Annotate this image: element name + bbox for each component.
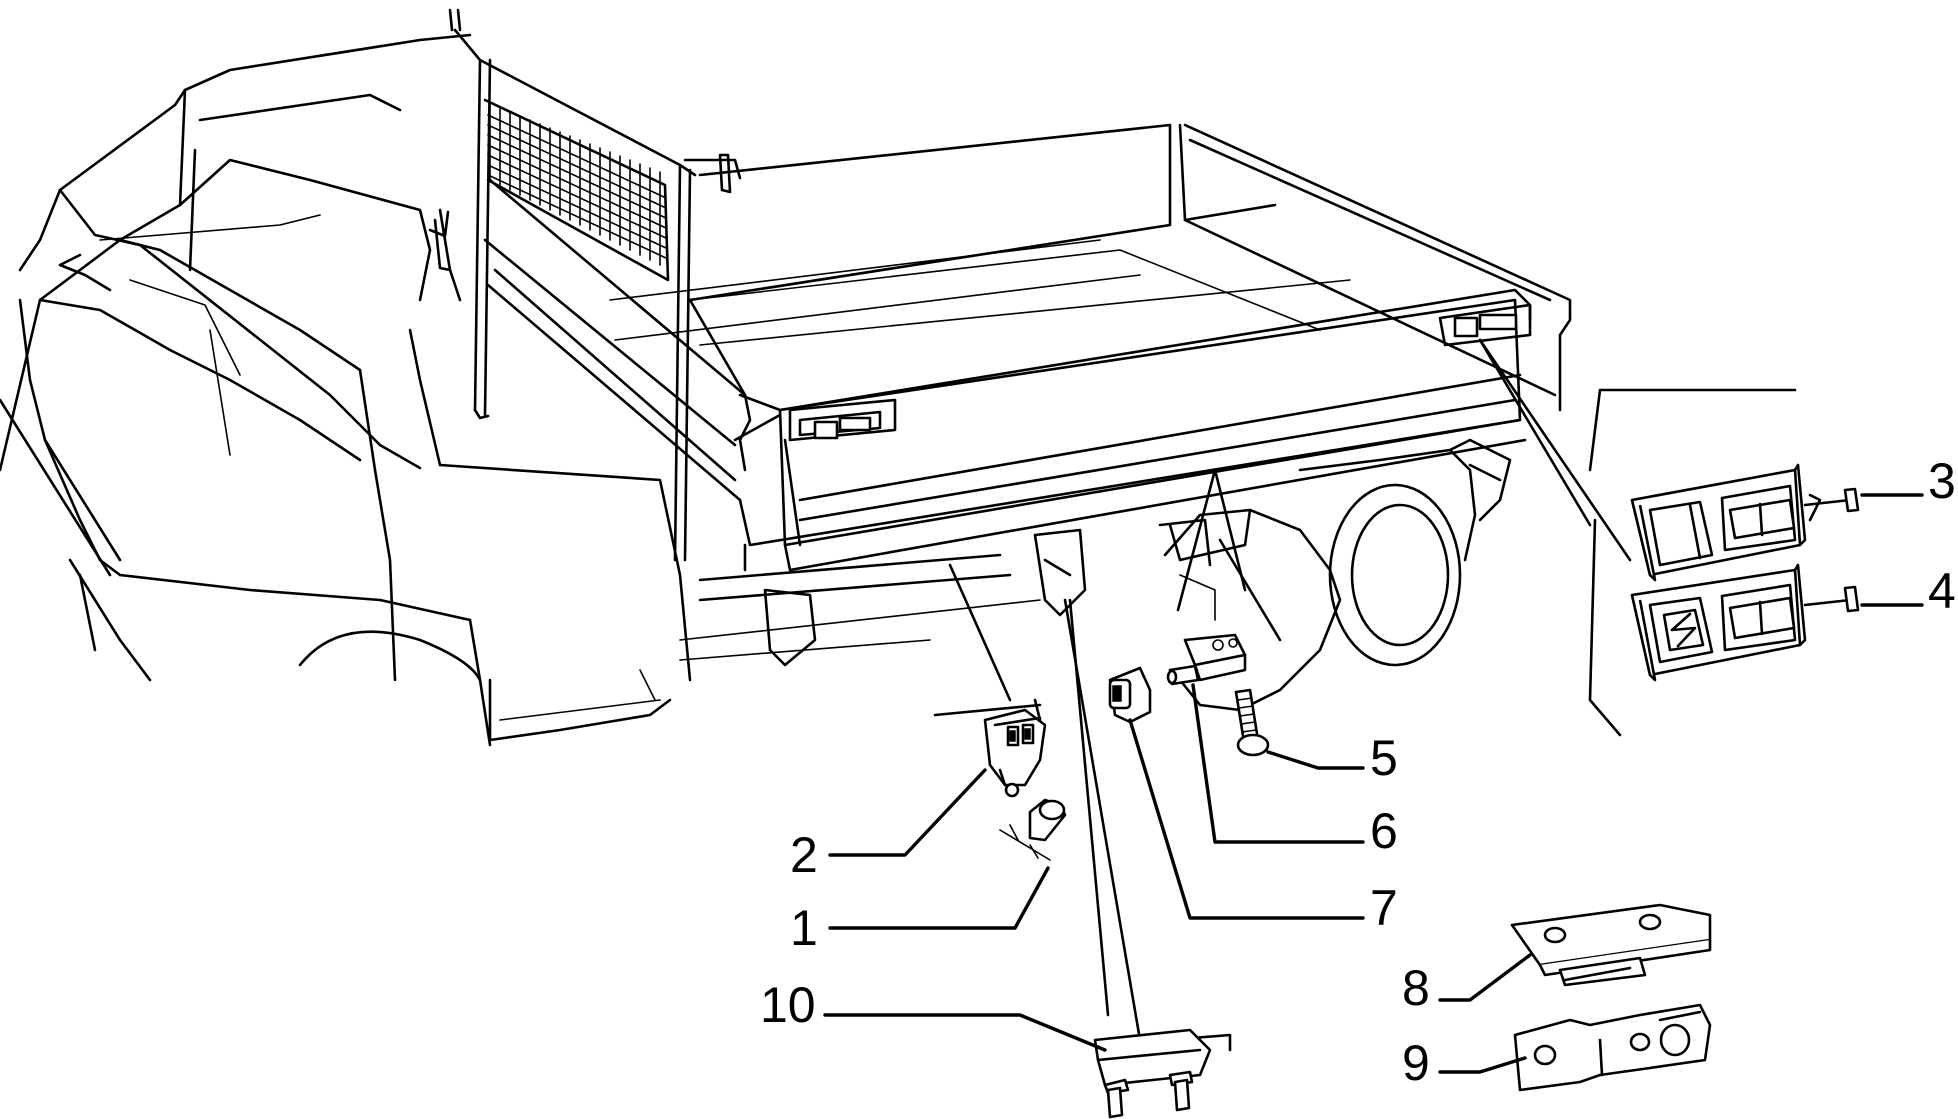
part-10-support-block xyxy=(1093,1028,1212,1119)
leader-5 xyxy=(1266,750,1365,770)
callout-label-6: 6 xyxy=(1370,803,1398,859)
part-8-hinge-plate xyxy=(1510,903,1712,987)
callout-label-7: 7 xyxy=(1370,880,1398,936)
callout-label-9: 9 xyxy=(1402,1035,1430,1091)
cargo-bed-drawing xyxy=(483,123,1572,712)
part-9-hinge-strap xyxy=(1513,1003,1712,1092)
callout-label-2: 2 xyxy=(790,827,818,883)
part-4-latch xyxy=(1630,563,1860,682)
leader-9 xyxy=(1438,1056,1527,1074)
headboard-rack-drawing xyxy=(433,8,742,562)
panel-latch-left xyxy=(788,398,897,442)
logo-emblem-icon xyxy=(1670,612,1697,648)
callout-label-3: 3 xyxy=(1928,453,1956,509)
leader-2 xyxy=(828,768,987,857)
rack-mesh-grid xyxy=(487,104,667,266)
part-7-bump-stop xyxy=(1108,666,1152,724)
callout-labels: 1 2 3 4 5 6 7 8 9 10 xyxy=(760,453,1956,1091)
leader-10 xyxy=(823,1013,1107,1052)
leader-6 xyxy=(1191,683,1365,844)
callout-label-4: 4 xyxy=(1928,563,1956,619)
callout-label-8: 8 xyxy=(1402,960,1430,1016)
part-5-bolt xyxy=(1234,688,1270,757)
callout-label-5: 5 xyxy=(1370,730,1398,786)
truck-cab-drawing xyxy=(0,33,692,747)
callout-label-10: 10 xyxy=(760,977,816,1033)
part-6-pin-bracket xyxy=(1166,633,1247,686)
assembly-leader-lines xyxy=(933,338,1797,1052)
callout-leaders xyxy=(823,493,1924,1074)
leader-8 xyxy=(1438,953,1532,1002)
panel-latch-right xyxy=(1438,303,1532,347)
leader-1 xyxy=(828,866,1050,930)
part-1-bushing xyxy=(999,798,1067,861)
part-3-latch xyxy=(1630,463,1860,582)
callout-label-1: 1 xyxy=(790,900,818,956)
leader-7 xyxy=(1128,718,1365,920)
part-2-hinge-bracket xyxy=(983,708,1047,798)
